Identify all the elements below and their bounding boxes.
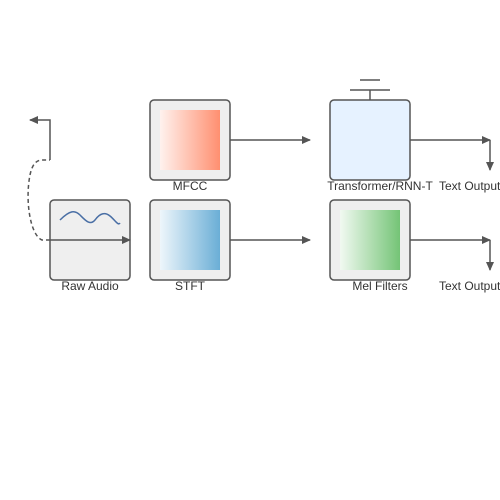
bottom-text-output-label: Text Output xyxy=(439,279,500,293)
raw-audio-label: Raw Audio xyxy=(61,279,119,293)
transformer-label: Transformer/RNN-T xyxy=(327,179,433,193)
mel-filters-node: Mel Filters xyxy=(329,199,411,293)
raw-audio-node: Raw Audio xyxy=(49,199,131,293)
mel-gradient-fill xyxy=(340,210,400,270)
top-text-output-label: Text Output xyxy=(439,179,500,193)
stft-gradient-fill xyxy=(160,210,220,270)
transformer-box xyxy=(329,99,411,181)
mfcc-gradient-fill xyxy=(160,110,220,170)
feedback-arrow xyxy=(29,116,51,160)
mfcc-label: MFCC xyxy=(173,179,208,193)
waveform-icon xyxy=(59,210,121,225)
connections xyxy=(27,116,494,271)
mel-filters-label: Mel Filters xyxy=(352,279,407,293)
mfcc-node: MFCC xyxy=(149,99,231,193)
stft-node: STFT xyxy=(149,199,231,293)
stft-label: STFT xyxy=(175,279,206,293)
transformer-node: Transformer/RNN-T xyxy=(327,79,433,193)
feedback-dashed-path xyxy=(27,159,50,241)
